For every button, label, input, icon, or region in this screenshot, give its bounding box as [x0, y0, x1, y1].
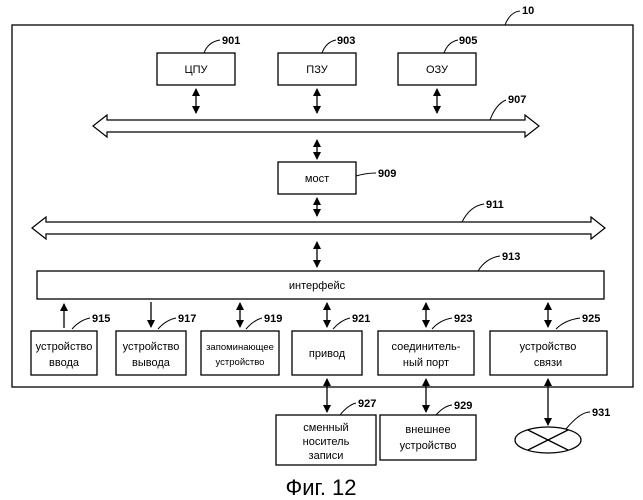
connection-port-ref: 923 [454, 313, 472, 325]
drive-block: привод 921 [292, 303, 370, 412]
bridge-block: мост 909 [278, 162, 396, 216]
storage-device-line1: запоминающее [206, 342, 274, 353]
network-symbol: 931 [515, 407, 610, 453]
storage-device-block: запоминающее устройство 919 [201, 303, 282, 375]
communication-device-line2: связи [534, 357, 562, 369]
external-bus-ref: 911 [486, 199, 504, 211]
input-device-line2: ввода [49, 357, 80, 369]
removable-medium-line1: сменный [303, 422, 348, 434]
rom-block: ПЗУ 903 [278, 35, 356, 113]
rom-label: ПЗУ [306, 64, 328, 76]
output-device-block: устройство вывода 917 [116, 302, 196, 375]
external-device-line1: внешнее [405, 424, 450, 436]
interface-block: интерфейс 913 [37, 251, 604, 299]
output-device-line2: вывода [132, 357, 171, 369]
input-device-line1: устройство [36, 341, 93, 353]
interface-ref: 913 [502, 251, 520, 263]
storage-device-line2: устройство [216, 357, 265, 368]
communication-device-ref: 925 [582, 313, 600, 325]
external-device-block: внешнее устройство 929 [380, 400, 476, 460]
drive-label: привод [309, 348, 346, 360]
figure-caption: Фиг. 12 [285, 475, 356, 500]
bridge-ref: 909 [378, 168, 396, 180]
host-bus-ref: 907 [508, 94, 526, 106]
storage-device-ref: 919 [264, 313, 282, 325]
rom-ref: 903 [337, 35, 355, 47]
communication-device-line1: устройство [520, 341, 577, 353]
drive-ref: 921 [352, 313, 370, 325]
cpu-ref: 901 [222, 35, 240, 47]
removable-medium-line3: записи [309, 450, 344, 462]
output-device-line1: устройство [123, 341, 180, 353]
output-device-ref: 917 [178, 313, 196, 325]
connection-port-line2: ный порт [403, 357, 449, 369]
cpu-label: ЦПУ [184, 64, 208, 76]
input-device-ref: 915 [92, 313, 110, 325]
connection-port-block: соединитель- ный порт 923 [378, 303, 474, 412]
connection-port-line1: соединитель- [392, 341, 461, 353]
host-bus: 907 [93, 94, 539, 159]
ram-label: ОЗУ [426, 64, 449, 76]
ram-ref: 905 [459, 35, 477, 47]
bridge-label: мост [305, 173, 329, 185]
removable-medium-line2: носитель [303, 436, 350, 448]
cpu-block: ЦПУ 901 [157, 35, 240, 113]
network-ref: 931 [592, 407, 610, 419]
removable-medium-block: сменный носитель записи 927 [276, 398, 376, 465]
communication-device-block: устройство связи 925 [490, 303, 607, 425]
external-device-ref: 929 [454, 400, 472, 412]
device-ref: 10 [522, 5, 534, 17]
external-device-line2: устройство [400, 440, 457, 452]
interface-label: интерфейс [289, 280, 346, 292]
removable-medium-ref: 927 [358, 398, 376, 410]
ram-block: ОЗУ 905 [398, 35, 477, 113]
input-device-block: устройство ввода 915 [31, 304, 110, 375]
